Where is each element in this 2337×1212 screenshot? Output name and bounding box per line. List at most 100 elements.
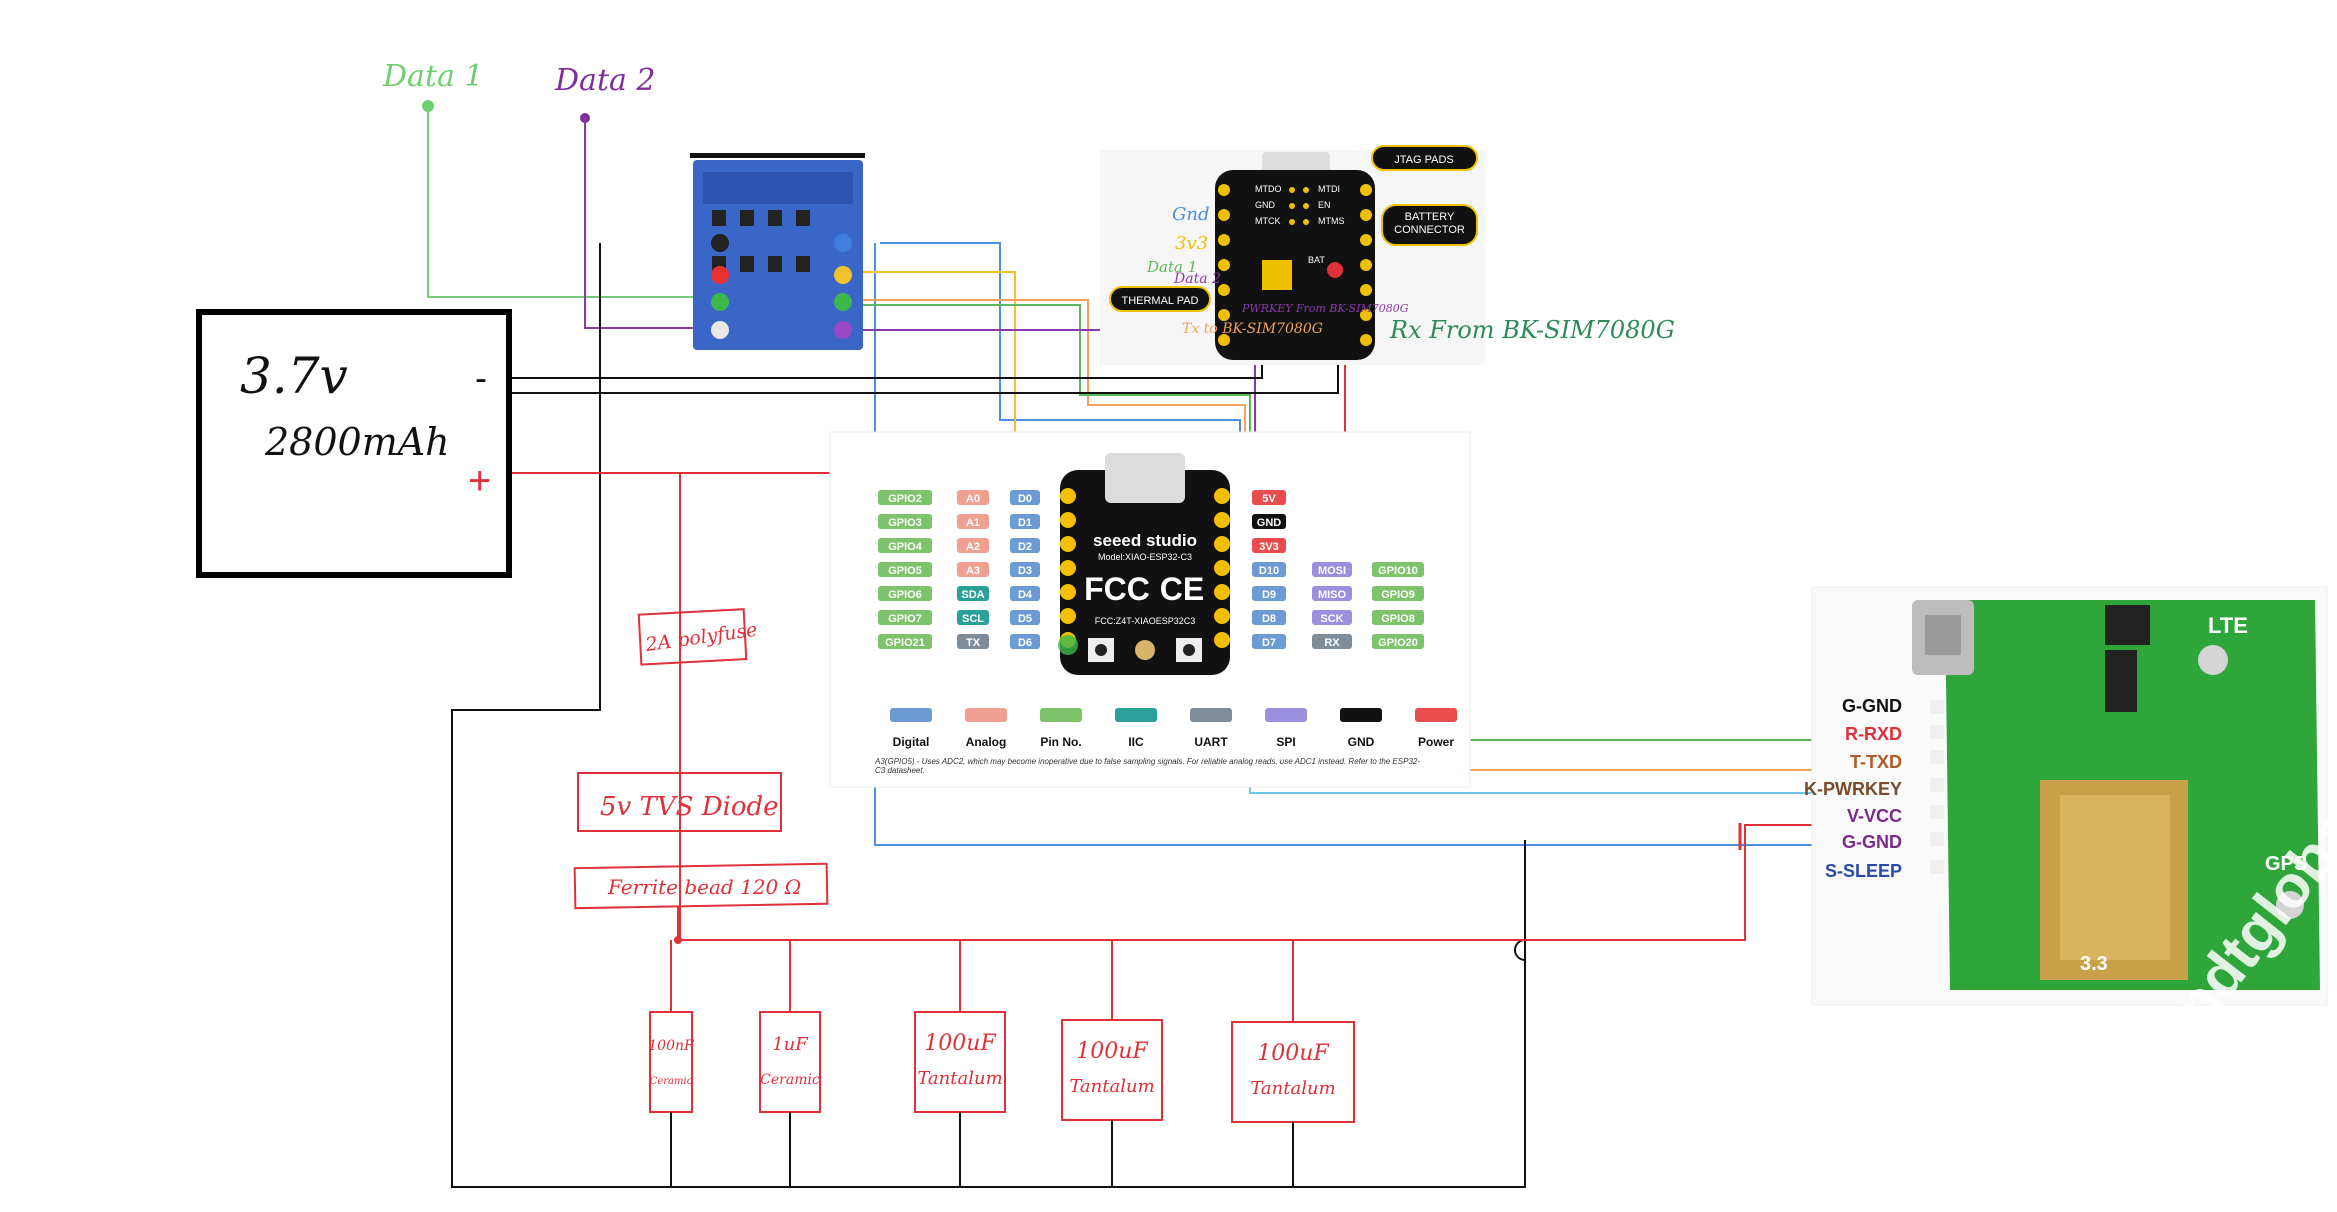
pad-mtdi: MTDI	[1318, 184, 1340, 194]
pad-gnd: GND	[1255, 200, 1276, 210]
pad-mtck: MTCK	[1255, 216, 1281, 226]
xiao-left-pin-5-text: D5	[1018, 613, 1032, 625]
legend-item-3: IIC	[1115, 708, 1157, 749]
xiao-left-func-2-text: A2	[966, 541, 980, 553]
pad-bat: BAT	[1308, 255, 1325, 265]
legend-item-2: Pin No.	[1040, 708, 1082, 749]
ferrite-label: Ferrite bead 120 Ω	[607, 875, 801, 899]
legend-item-4: UART	[1190, 708, 1232, 749]
xiao-right-pin-1: D9	[1252, 586, 1286, 601]
capacitor-type-3: Tantalum	[1069, 1076, 1154, 1097]
xiao-fcc-mark: FCC	[1084, 571, 1150, 607]
xiao-left-func-5-text: SCL	[962, 613, 984, 625]
mini-note-data2: Data 2	[1173, 271, 1221, 287]
data1-label: Data 1	[382, 59, 484, 94]
xiao-left-gpio-1: GPIO3	[878, 514, 932, 529]
mini-note-pwrkey: PWRKEY From BK-SIM7080G	[1241, 302, 1409, 315]
xiao-left-func-1: A1	[957, 514, 989, 529]
xiao-left-pin-1-text: D1	[1018, 517, 1032, 529]
xiao-left-pin-4-text: D4	[1018, 589, 1033, 601]
xiao-right-power-1: GND	[1252, 514, 1286, 529]
data2-label: Data 2	[554, 63, 656, 98]
protection-chain: 2A polyfuse 5v TVS Diode Ferrite bead 12…	[573, 608, 829, 944]
xiao-left-pin-6-text: D6	[1018, 637, 1032, 649]
sim-pin-5: G-GND	[1842, 832, 1902, 852]
xiao-left-func-0: A0	[957, 490, 989, 505]
xiao-right-func-2: SCK	[1312, 610, 1352, 625]
mini-xiao-board: MTDO MTDI GND EN MTCK MTMS BAT JTAG PADS…	[1100, 145, 1485, 365]
xiao-left-pin-2: D2	[1010, 538, 1040, 553]
sim-gps-label: GPS	[2265, 853, 2307, 875]
battery-minus: -	[475, 357, 487, 398]
xiao-pinout: seeed studio Model:XIAO-ESP32-C3 FCC CE …	[829, 431, 1471, 788]
battery-connector-label: BATTERY CONNECTOR	[1394, 211, 1465, 236]
legend-item-1: Analog	[965, 708, 1007, 749]
xiao-right-power-2-text: 3V3	[1259, 541, 1279, 553]
xiao-right-gpio-2: GPIO8	[1372, 610, 1424, 625]
battery-capacity: 2800mAh	[264, 420, 450, 464]
level-shifter	[690, 153, 865, 350]
legend-item-5: SPI	[1265, 708, 1307, 749]
xiao-left-pin-2-text: D2	[1018, 541, 1032, 553]
legend-item-6: GND	[1340, 708, 1382, 749]
xiao-left-gpio-6-text: GPIO21	[885, 637, 925, 649]
xiao-ce-mark: CE	[1160, 571, 1204, 607]
xiao-left-pin-6: D6	[1010, 634, 1040, 649]
xiao-left-gpio-6: GPIO21	[878, 634, 932, 649]
xiao-left-pin-4: D4	[1010, 586, 1040, 601]
xiao-left-gpio-3: GPIO5	[878, 562, 932, 577]
xiao-right-func-2-text: SCK	[1320, 613, 1343, 625]
capacitor-type-4: Tantalum	[1250, 1078, 1335, 1099]
xiao-left-func-3: A3	[957, 562, 989, 577]
sim-pin-4: V-VCC	[1847, 806, 1902, 826]
xiao-left-gpio-3-text: GPIO5	[888, 565, 922, 577]
xiao-left-func-0-text: A0	[966, 493, 980, 505]
capacitor-3: 100uF Tantalum	[1061, 940, 1163, 1187]
sim7080g-module: LTE GPS 3.3 andtglobal.com G-GNDR-RXDT-T…	[1804, 586, 2337, 1065]
xiao-note: A3(GPIO5) - Uses ADC2, which may become …	[875, 757, 1420, 775]
xiao-right-func-1-text: MISO	[1318, 589, 1347, 601]
capacitor-value-3: 100uF	[1076, 1039, 1148, 1064]
legend-label-1: Analog	[966, 735, 1007, 749]
legend-item-7: Power	[1415, 708, 1457, 749]
xiao-left-pin-1: D1	[1010, 514, 1040, 529]
legend-label-3: IIC	[1128, 735, 1144, 749]
legend-label-4: UART	[1194, 735, 1228, 749]
mini-note-tx: Tx to BK-SIM7080G	[1182, 321, 1323, 337]
xiao-right-func-0: MOSI	[1312, 562, 1352, 577]
xiao-left-gpio-1-text: GPIO3	[888, 517, 922, 529]
mini-pin-notes: Gnd 3v3 Data 1 Data 2 PWRKEY From BK-SIM…	[1146, 204, 1675, 344]
xiao-right-power-0: 5V	[1252, 490, 1286, 505]
xiao-right-gpio-0-text: GPIO10	[1378, 565, 1418, 577]
xiao-right-gpio-3: GPIO20	[1372, 634, 1424, 649]
sim-pin-0: G-GND	[1842, 696, 1902, 716]
xiao-right-gpio-2-text: GPIO8	[1381, 613, 1415, 625]
xiao-left-func-2: A2	[957, 538, 989, 553]
xiao-right-pin-3: D7	[1252, 634, 1286, 649]
sim-pin-1: R-RXD	[1845, 724, 1902, 744]
xiao-left-func-5: SCL	[957, 610, 989, 625]
xiao-left-gpio-0: GPIO2	[878, 490, 932, 505]
polyfuse-label: 2A polyfuse	[643, 619, 758, 657]
capacitor-value-2: 100uF	[924, 1031, 996, 1056]
xiao-left-func-4: SDA	[957, 586, 989, 601]
xiao-left-func-3-text: A3	[966, 565, 980, 577]
capacitor-type-1: Ceramic	[760, 1072, 820, 1088]
xiao-right-func-1: MISO	[1312, 586, 1352, 601]
xiao-right-pin-2-text: D8	[1262, 613, 1276, 625]
xiao-left-gpio-2-text: GPIO4	[888, 541, 923, 553]
xiao-left-pin-0-text: D0	[1018, 493, 1032, 505]
thermal-pad-label: THERMAL PAD	[1121, 295, 1198, 307]
xiao-right-pin-2: D8	[1252, 610, 1286, 625]
xiao-left-func-6: TX	[957, 634, 989, 649]
xiao-left-func-6-text: TX	[966, 637, 981, 649]
legend-label-6: GND	[1348, 735, 1375, 749]
